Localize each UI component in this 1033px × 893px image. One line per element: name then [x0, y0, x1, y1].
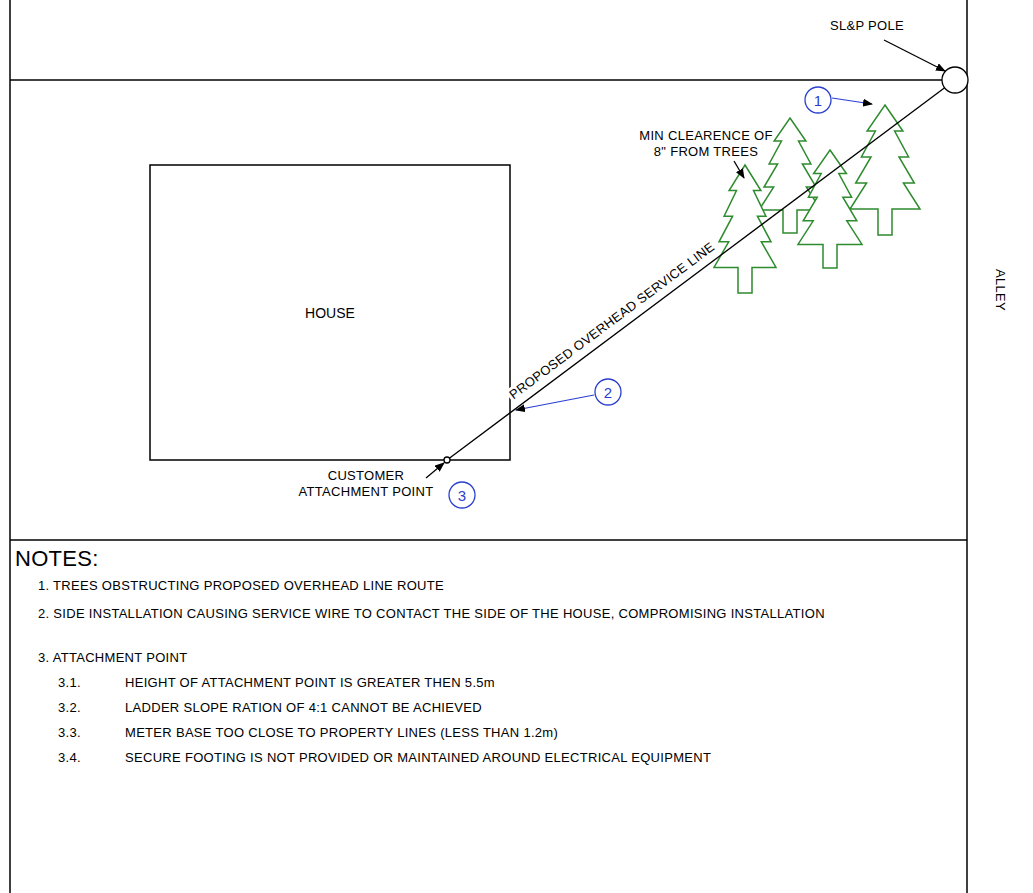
property-line — [10, 79, 942, 81]
house-outline — [150, 165, 510, 460]
service-line — [447, 80, 955, 460]
note-item: SECURE FOOTING IS NOT PROVIDED OR MAINTA… — [125, 750, 711, 766]
note-item: LADDER SLOPE RATION OF 4:1 CANNOT BE ACH… — [125, 700, 482, 716]
note-item: 3. ATTACHMENT POINT — [38, 650, 187, 666]
note-item: 1. TREES OBSTRUCTING PROPOSED OVERHEAD L… — [38, 578, 444, 594]
callout-number: 1 — [814, 92, 822, 109]
callout-number: 3 — [458, 487, 466, 504]
note-item: 2. SIDE INSTALLATION CAUSING SERVICE WIR… — [38, 602, 938, 625]
note-number: 3.1. — [58, 675, 81, 691]
callout-leader — [832, 98, 872, 104]
tree-symbol — [798, 150, 862, 268]
attachment-point — [444, 457, 450, 463]
callout-leader — [516, 395, 594, 410]
tree-symbol — [714, 165, 776, 293]
house-box: HOUSE — [150, 165, 510, 460]
note-number: 3.3. — [58, 725, 81, 741]
house-label: HOUSE — [305, 305, 355, 321]
note-item: METER BASE TOO CLOSE TO PROPERTY LINES (… — [125, 725, 558, 741]
callout-circle: 3 — [448, 481, 476, 509]
attachment-label: CUSTOMER ATTACHMENT POINT — [296, 468, 436, 500]
clearance-note: MIN CLEARENCE OF 8" FROM TREES — [636, 128, 776, 160]
notes-heading: NOTES: — [15, 546, 99, 572]
callout-circle: 1 — [804, 86, 832, 114]
utility-pole — [942, 67, 968, 93]
note-item: HEIGHT OF ATTACHMENT POINT IS GREATER TH… — [125, 675, 495, 691]
note-number: 3.2. — [58, 700, 81, 716]
street-label: ALLEY — [992, 267, 1008, 313]
leader-line — [734, 161, 744, 178]
callout-circle: 2 — [594, 378, 622, 406]
property-line — [966, 0, 968, 893]
leader-line — [426, 463, 444, 478]
callout-number: 2 — [604, 384, 612, 401]
property-line — [10, 539, 967, 541]
property-line — [9, 0, 11, 893]
note-number: 3.4. — [58, 750, 81, 766]
leader-line — [884, 40, 945, 71]
pole-label: SL&P POLE — [830, 18, 904, 34]
tree-symbol — [850, 105, 920, 235]
